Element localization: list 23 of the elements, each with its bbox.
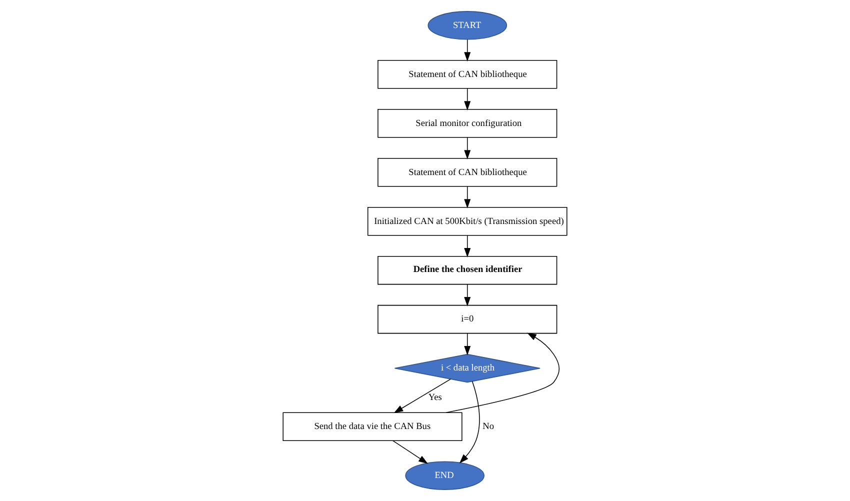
node-box: Initialized CAN at 500Kbit/s (Transmission speed) xyxy=(367,206,568,236)
node-box: Statement of CAN bibliotheque xyxy=(378,158,558,187)
arrow xyxy=(464,137,471,160)
arrow xyxy=(464,88,471,110)
node-box: Send the data vie the CAN Bus xyxy=(282,412,462,441)
node-box: Define the chosen identifier xyxy=(378,256,558,285)
node-box: i=0 xyxy=(378,304,558,334)
arrow xyxy=(464,333,471,356)
node-ellipse: END xyxy=(405,461,484,490)
edge-label: No xyxy=(482,422,494,432)
node-diamond: i < data length xyxy=(394,354,540,383)
arrow xyxy=(392,440,428,464)
edge-label: Yes xyxy=(428,392,442,403)
arrow xyxy=(446,332,560,413)
arrow xyxy=(464,284,471,306)
arrow xyxy=(464,39,471,62)
node-ellipse: START xyxy=(428,11,508,40)
arrow xyxy=(459,381,480,464)
arrow xyxy=(464,235,471,258)
node-box: Statement of CAN bibliotheque xyxy=(378,60,558,89)
arrow xyxy=(464,186,471,208)
node-box: Serial monitor configuration xyxy=(378,109,558,138)
arrow xyxy=(394,378,452,414)
